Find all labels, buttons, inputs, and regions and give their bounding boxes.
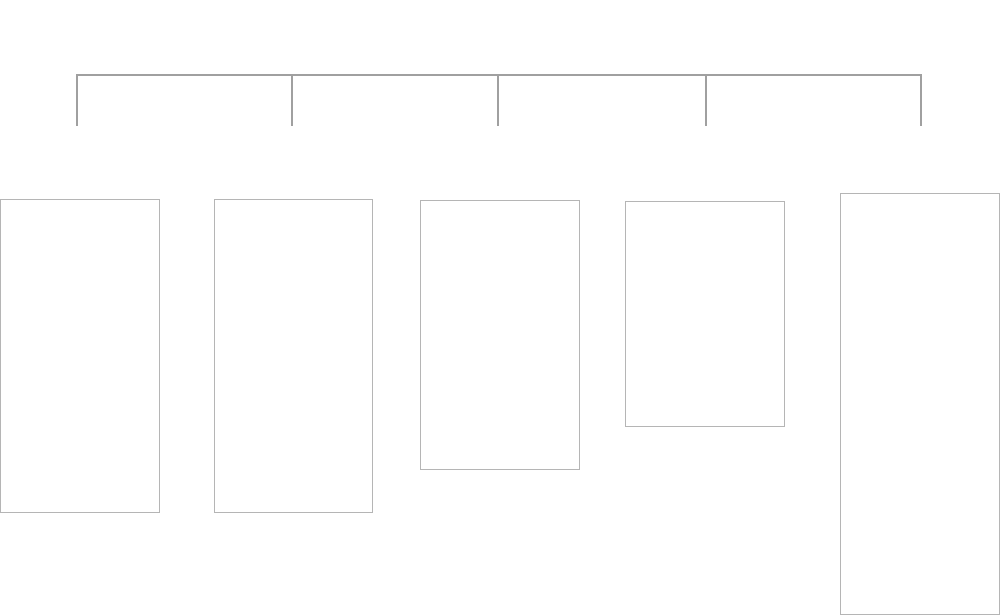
bracket-drop-line-5: [920, 74, 922, 126]
bracket-drop-line-4: [705, 74, 707, 126]
bracket-drop-line-1: [76, 74, 78, 126]
panel-3: [420, 200, 580, 470]
bracket-horizontal-line: [77, 74, 922, 76]
bracket-drop-line-2: [291, 74, 293, 126]
panel-4: [625, 201, 785, 427]
bracket-drop-line-3: [497, 74, 499, 126]
panel-1: [0, 199, 160, 513]
panel-2: [214, 199, 373, 513]
panel-5: [840, 193, 1000, 615]
